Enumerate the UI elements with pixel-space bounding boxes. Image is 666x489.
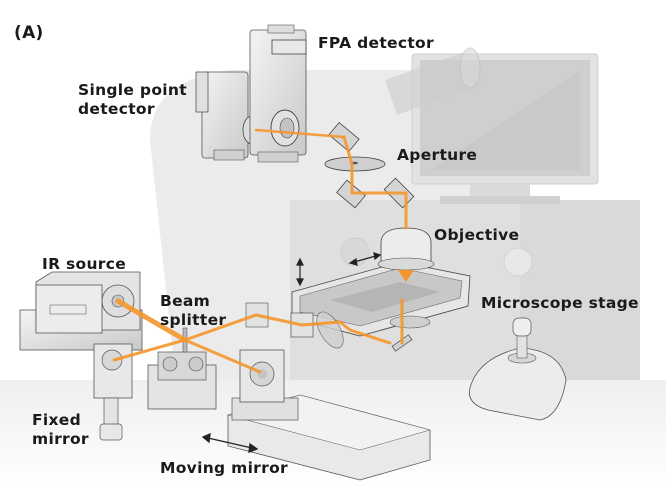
stage-arrows	[296, 252, 382, 287]
label-moving-mirror: Moving mirror	[160, 459, 288, 477]
label-beam-splitter: Beam splitter	[160, 292, 227, 329]
label-ir-source: IR source	[42, 255, 127, 273]
label-microscope-stage: Microscope stage	[481, 294, 639, 312]
eyepiece-ghost	[385, 47, 482, 115]
ir-beam-path	[112, 128, 408, 374]
label-objective: Objective	[434, 226, 520, 244]
label-fpa-detector: FPA detector	[318, 34, 434, 52]
beam-source-to-splitter	[115, 298, 188, 343]
moving-mirror-assembly	[226, 349, 432, 481]
beam-splitter-to-mirror	[183, 313, 392, 345]
label-single-point-detector: Single point detector	[78, 81, 187, 118]
beam-objective-to-aperture	[342, 135, 408, 230]
ir-source	[19, 271, 143, 351]
moving-mirror-arrow	[201, 432, 259, 453]
stage-joystick	[469, 317, 567, 421]
beam-to-detectors	[254, 128, 346, 139]
beam-splitter-to-fixed	[112, 338, 187, 362]
beam-splitter-mount	[147, 327, 217, 410]
fixed-mirror-mount	[93, 343, 133, 441]
label-fixed-mirror: Fixed mirror	[32, 411, 89, 448]
panel-label: (A)	[14, 23, 44, 43]
beam-splitter-to-moving	[183, 338, 262, 374]
beam-focus-cone	[398, 270, 414, 282]
label-aperture: Aperture	[397, 146, 478, 164]
microscope-stage	[291, 261, 471, 337]
objective	[377, 227, 435, 271]
fpa-detector	[249, 24, 307, 163]
